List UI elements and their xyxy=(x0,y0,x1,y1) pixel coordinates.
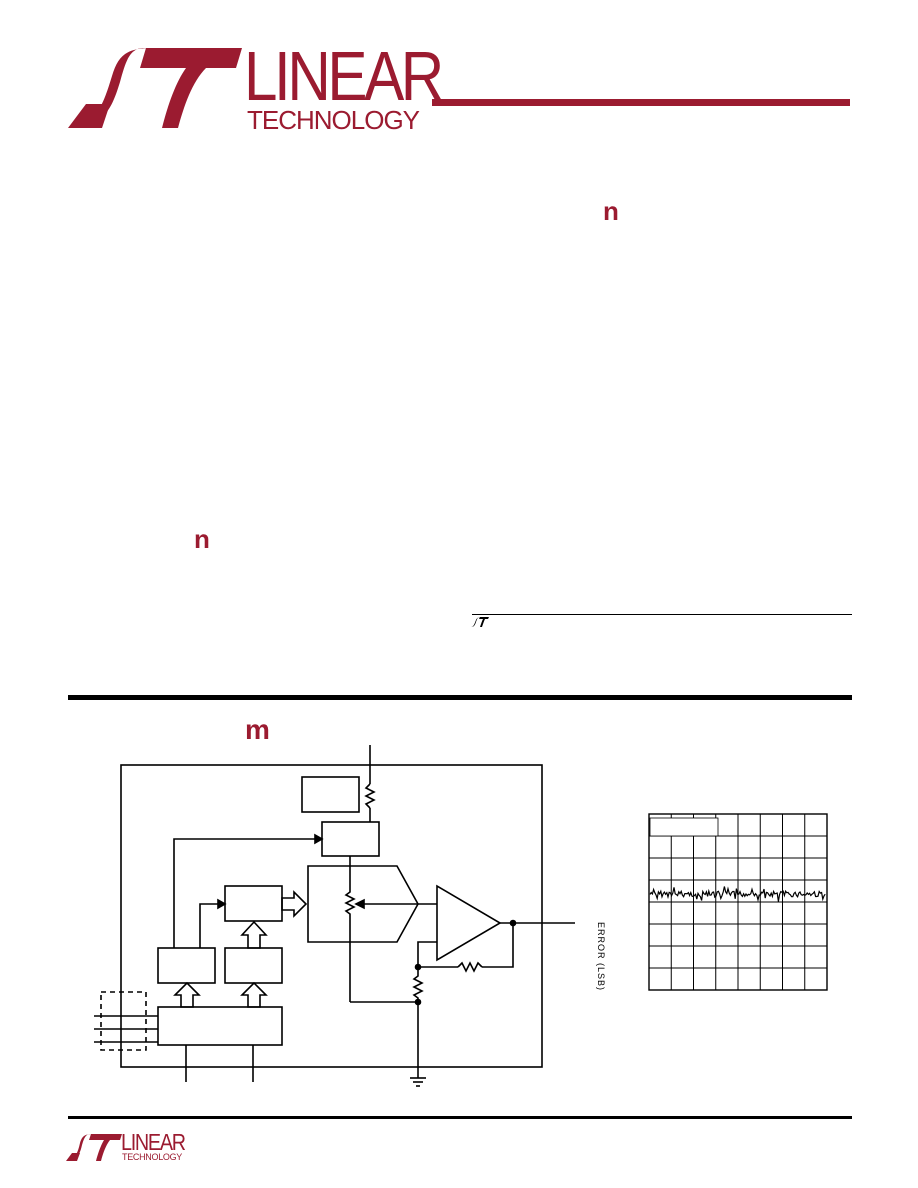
wiper-resistor xyxy=(344,866,356,1002)
logic-block-right xyxy=(224,947,283,984)
gain-resistor xyxy=(412,967,424,1002)
logic-block-left xyxy=(157,947,216,984)
footer-rule xyxy=(68,1116,852,1119)
plot-grid xyxy=(649,814,827,990)
header-rule xyxy=(432,99,850,106)
register-bus-arrow xyxy=(281,890,308,918)
small-lt-logo-icon xyxy=(471,617,489,627)
ground-icon xyxy=(410,1077,426,1087)
features-bullet: n xyxy=(603,196,619,226)
error-trace xyxy=(649,886,826,903)
plot-frame xyxy=(648,813,828,991)
block-diagram xyxy=(94,745,575,1087)
package-outline xyxy=(120,764,543,1068)
trademark-rule xyxy=(472,614,852,615)
footer-logo-mark xyxy=(66,1134,122,1161)
section-divider xyxy=(68,695,852,700)
logo-word: LINEAR xyxy=(244,37,444,115)
footer-logo-subword: TECHNOLOGY xyxy=(122,1152,183,1162)
linear-logo-mark xyxy=(68,48,242,128)
register-block xyxy=(224,885,283,922)
logo-l-shape xyxy=(68,48,152,128)
potentiometer-block xyxy=(307,865,419,943)
logo-subword: TECHNOLOGY xyxy=(247,105,420,135)
output-amplifier xyxy=(436,884,502,962)
interface-block xyxy=(157,1006,283,1046)
footer-logo-word: LINEAR xyxy=(121,1129,186,1155)
plot-ylabel: ERROR (LSB) xyxy=(596,922,606,992)
optional-pin-box xyxy=(100,991,147,1051)
feedback-resistor xyxy=(457,961,483,973)
control-block xyxy=(321,821,380,857)
block-diagram-marker: m xyxy=(245,714,270,745)
supply-resistor xyxy=(364,783,376,809)
control-bus-arrow xyxy=(314,833,324,845)
control-bus-line xyxy=(173,838,322,948)
plot-legend-box xyxy=(649,817,719,837)
applications-bullet: n xyxy=(194,524,210,554)
reference-block xyxy=(301,776,360,813)
logo-t-shape xyxy=(140,48,242,128)
logo-l-foot xyxy=(68,104,110,128)
error-plot xyxy=(648,813,828,991)
